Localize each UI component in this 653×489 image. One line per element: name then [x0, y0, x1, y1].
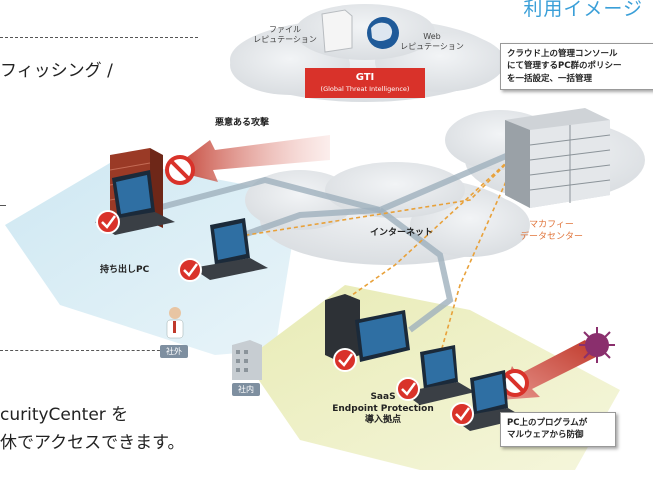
- saas-site-label: SaaS Endpoint Protection 導入拠点: [332, 392, 434, 426]
- check-badge: [396, 377, 420, 401]
- outside-zone: [5, 160, 300, 355]
- internet-label: インターネット: [370, 228, 434, 238]
- desktop-pc: [325, 294, 410, 362]
- person-icon: [166, 307, 184, 339]
- check-badge: [178, 258, 202, 282]
- laptop: [192, 218, 268, 280]
- management-link: [344, 149, 521, 301]
- gti-subtitle: (Global Threat Intelligence): [320, 85, 410, 93]
- gti-box: [305, 68, 425, 98]
- body-text-line3: 休でアクセスできます。: [0, 433, 185, 453]
- building-icon: [232, 340, 262, 380]
- inside-tag: 社内: [232, 383, 260, 396]
- attack-label: 悪意ある攻撃: [215, 118, 270, 128]
- check-badge: [96, 210, 120, 234]
- globe-icon: [367, 17, 399, 49]
- divider: [0, 205, 6, 206]
- server-rack: [505, 108, 611, 208]
- network-line: [378, 207, 454, 333]
- block-icon: [165, 155, 195, 185]
- file-reputation-label: ファイル レピュテーション: [253, 25, 317, 44]
- web-reputation-label: Web レピュテーション: [400, 32, 464, 51]
- attack-arrow: [170, 135, 330, 182]
- divider: [0, 350, 165, 351]
- laptop: [452, 370, 525, 431]
- check-badge: [333, 348, 357, 372]
- body-text-line2: curityCenter を: [0, 405, 129, 425]
- outside-tag: 社外: [160, 345, 188, 358]
- network-line: [149, 147, 522, 214]
- divider: [0, 37, 198, 38]
- body-text-line1: フィッシング /: [0, 61, 113, 81]
- protection-callout: PC上のプログラムが マルウェアから防御: [500, 412, 616, 447]
- file-icon: [321, 9, 353, 53]
- management-link: [439, 149, 521, 356]
- corner-title: 利用イメージ: [523, 0, 643, 20]
- virus-icon: [579, 327, 615, 363]
- management-link: [214, 149, 521, 241]
- console-callout: クラウド上の管理コンソール にて管理するPC群のポリシー を一括設定、一括管理: [500, 43, 653, 90]
- laptop: [402, 345, 475, 405]
- check-badge: [450, 402, 474, 426]
- laptop: [95, 170, 175, 235]
- gti-title: GTI: [355, 72, 375, 83]
- mobile-pc-label: 持ち出しPC: [100, 265, 150, 275]
- datacenter-label: マカフィー データセンター: [520, 220, 584, 242]
